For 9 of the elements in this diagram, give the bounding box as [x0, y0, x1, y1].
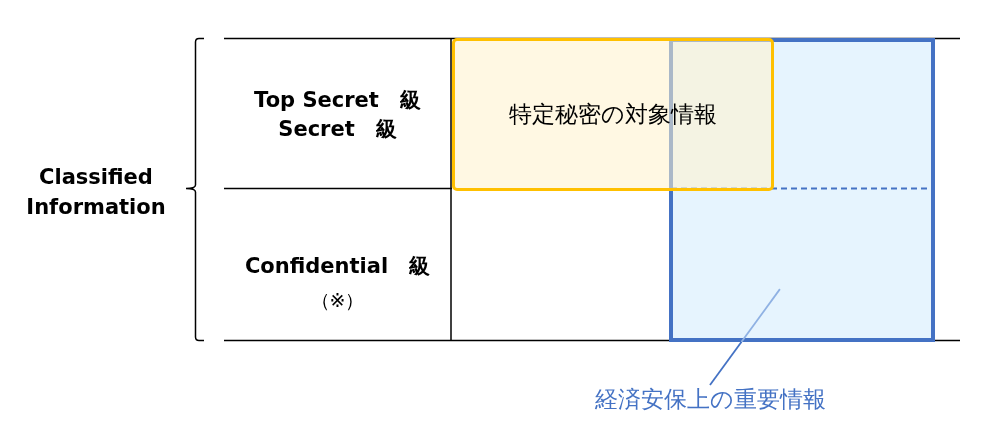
row-heading: Secret 級: [278, 116, 397, 143]
group-heading: Classified Information: [26, 164, 166, 221]
row-heading: Confidential 級: [244, 253, 431, 280]
leader-line: [709, 288, 781, 386]
callout-label: 経済安保上の重要情報: [594, 385, 826, 413]
footnote-mark: （※）: [310, 288, 365, 313]
highlight-box: [452, 38, 774, 191]
box-label: 特定秘密の対象情報: [509, 100, 717, 129]
row-heading: Top Secret 級: [254, 87, 421, 114]
